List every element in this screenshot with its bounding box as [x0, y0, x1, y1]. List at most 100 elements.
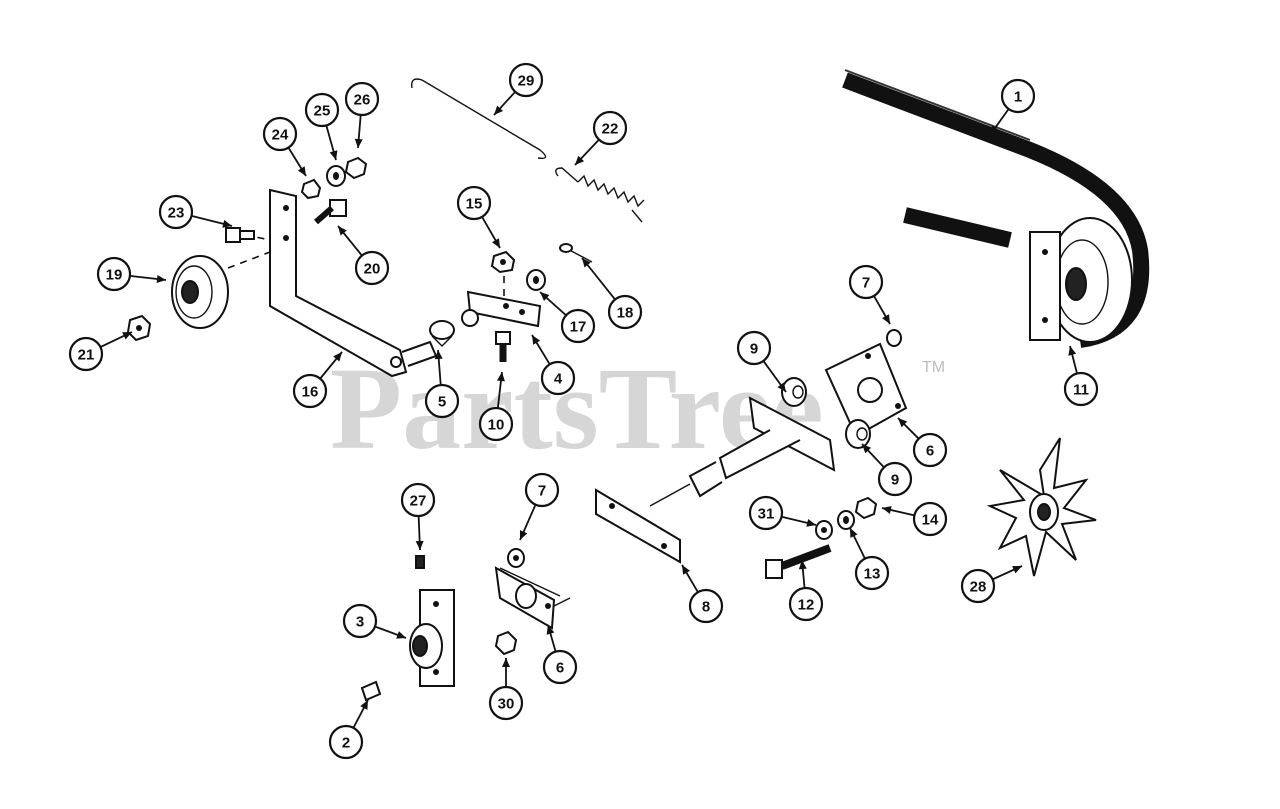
bearing-flange-part	[409, 589, 455, 687]
watermark-trademark: TM	[922, 359, 945, 376]
callout-circle	[344, 81, 380, 117]
callout-circle	[68, 336, 104, 372]
callout-1: 1	[989, 78, 1036, 136]
callout-label: 15	[466, 196, 483, 213]
hex-bolt-part-10	[495, 331, 511, 362]
callout-circle	[524, 472, 560, 508]
spring-part	[555, 167, 645, 223]
callout-arrowhead	[492, 238, 500, 248]
callout-circle	[508, 62, 544, 98]
callout-circle	[262, 116, 298, 152]
callout-label: 19	[106, 267, 123, 284]
callout-circle	[328, 724, 364, 760]
v-pulley-part	[171, 255, 229, 329]
callout-arrowhead	[682, 565, 690, 575]
callout-circle	[424, 383, 460, 419]
callout-label: 8	[702, 599, 710, 616]
set-screw-part	[415, 555, 425, 569]
callout-arrowhead	[360, 700, 368, 710]
callout-circle	[354, 250, 390, 286]
spacer-part-9-upper	[781, 377, 807, 407]
callout-arrowhead	[898, 418, 908, 428]
callout-arrowhead	[396, 631, 406, 639]
callout-arrowhead	[354, 138, 363, 148]
callout-arrowhead	[850, 528, 858, 538]
washer-part-31	[815, 520, 833, 540]
callout-arrowhead	[1012, 566, 1022, 574]
callout-arrowhead	[575, 155, 585, 165]
callout-label: 17	[570, 319, 587, 336]
hex-nut-part-26	[344, 156, 368, 180]
callout-label: 25	[314, 103, 331, 120]
pulley-bracket-part	[1029, 217, 1133, 343]
callout-circle	[400, 482, 436, 518]
callout-circle	[1063, 371, 1099, 407]
callout-label: 29	[518, 73, 535, 90]
hex-bolt-part-20	[314, 199, 347, 225]
callout-circle	[488, 685, 524, 721]
callout-arrowhead	[862, 444, 872, 454]
callout-arrowhead	[540, 292, 550, 301]
callout-arrowhead	[329, 150, 338, 160]
flange-nut-part-15	[490, 250, 516, 274]
callout-label: 2	[342, 735, 350, 752]
callout-label: 23	[168, 205, 185, 222]
callout-circle	[748, 495, 784, 531]
callout-17: 17	[539, 291, 596, 344]
callout-label: 4	[554, 371, 563, 388]
callout-arrowhead	[1068, 346, 1077, 356]
callout-label: 10	[488, 417, 505, 434]
assembly-line-19	[227, 251, 271, 269]
callout-arrowhead	[882, 506, 892, 514]
callout-9: 9	[736, 330, 787, 393]
carriage-bolt-part	[225, 227, 255, 243]
bushing-part	[429, 320, 455, 347]
callout-arrowhead	[496, 372, 505, 382]
idler-arm-part	[269, 188, 438, 378]
callout-label: 30	[498, 696, 515, 713]
callout-12: 12	[788, 559, 824, 622]
callout-label: 1	[1014, 89, 1022, 106]
callout-25: 25	[304, 92, 340, 161]
callout-circle	[848, 264, 884, 300]
lower-plate-part-6	[494, 566, 571, 630]
callout-6: 6	[542, 624, 578, 685]
callout-label: 31	[758, 506, 775, 523]
callout-arrowhead	[494, 105, 504, 115]
callout-10: 10	[478, 371, 514, 442]
callout-arrowhead	[519, 530, 528, 540]
callout-circle	[688, 588, 724, 624]
callout-arrowhead	[333, 352, 342, 362]
callout-circle	[592, 110, 628, 146]
callout-circle	[158, 194, 194, 230]
washer-part-7-upper	[886, 329, 902, 347]
rod-part	[411, 78, 547, 160]
washer-part-17	[526, 269, 546, 291]
callout-21: 21	[68, 331, 133, 372]
callout-arrowhead	[806, 519, 816, 527]
callout-30: 30	[488, 658, 524, 721]
callout-circle	[456, 185, 492, 221]
callout-circle	[342, 603, 378, 639]
callout-arrowhead	[297, 166, 306, 176]
bracket-plate-part	[461, 290, 542, 328]
callout-6: 6	[897, 417, 948, 468]
cotter-pin-part	[559, 243, 593, 263]
callout-arrowhead	[222, 219, 232, 228]
hex-nut-part-24	[300, 178, 322, 200]
washer-part-25	[326, 165, 346, 187]
callout-circle	[788, 586, 824, 622]
callout-arrowhead	[882, 314, 890, 324]
callout-18: 18	[581, 257, 643, 330]
washer-part-7-lower	[507, 548, 525, 568]
callout-8: 8	[681, 564, 724, 624]
callout-label: 26	[354, 92, 371, 109]
callout-23: 23	[158, 194, 233, 230]
callout-31: 31	[748, 495, 817, 531]
callout-4: 4	[531, 334, 576, 396]
callout-circle	[96, 256, 132, 292]
callout-arrowhead	[434, 350, 443, 360]
callout-label: 16	[302, 384, 319, 401]
callout-circle	[560, 308, 596, 344]
